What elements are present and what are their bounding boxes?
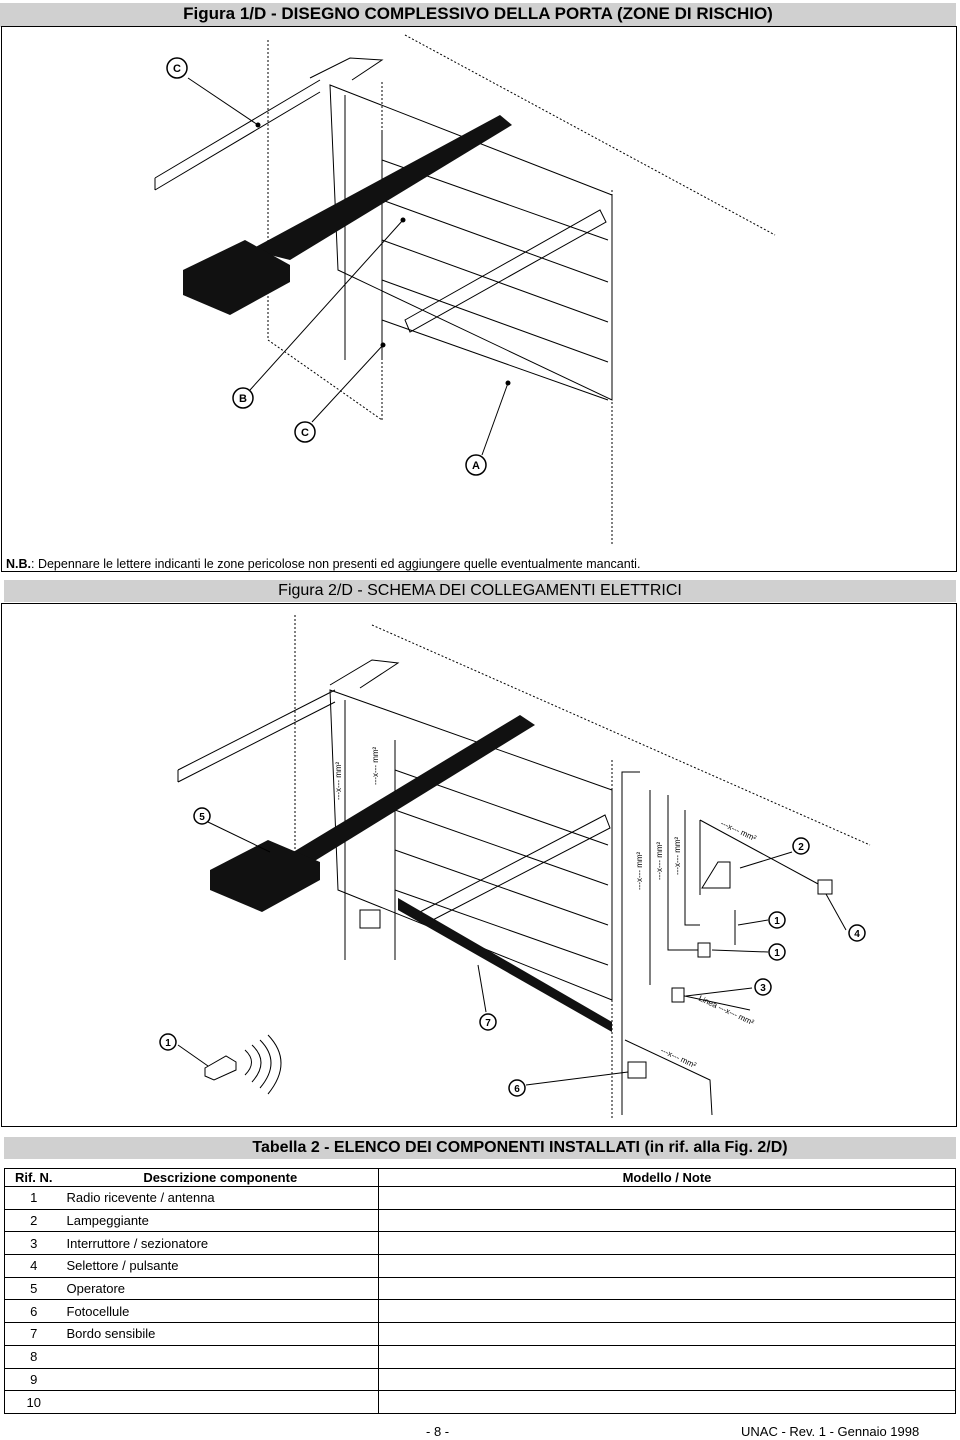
note-text: N.B.: Depennare le lettere indicanti le … [6,556,640,572]
row-model-notes[interactable] [378,1299,956,1324]
svg-text:A: A [472,460,480,472]
figure1-frame [1,26,957,572]
row-model-notes[interactable] [378,1322,956,1346]
figure1-title: Figura 1/D - DISEGNO COMPLESSIVO DELLA P… [0,3,956,27]
row-description: Lampeggiante [62,1208,379,1233]
row-description [62,1344,379,1369]
marker-c-top: C [166,57,188,79]
marker-5: 5 [193,807,211,825]
marker-b: B [232,387,254,409]
cable-label: ---x--- mm² [673,836,682,875]
svg-text:1: 1 [774,916,780,927]
header-ref-number: Rif. N. [4,1168,63,1187]
svg-text:C: C [173,63,181,75]
marker-6: 6 [508,1079,526,1097]
row-description: Selettore / pulsante [62,1254,379,1278]
figure1-drawing: C B C A [154,34,776,545]
row-description [62,1367,379,1392]
svg-text:2: 2 [798,842,804,853]
marker-a: A [465,454,487,476]
marker-1-receiver: 1 [768,943,786,961]
svg-text:6: 6 [514,1084,520,1095]
row-ref-number: 1 [4,1186,63,1210]
svg-text:B: B [239,393,247,405]
row-model-notes[interactable] [378,1186,956,1210]
svg-text:3: 3 [760,983,766,994]
table-row: 9 [4,1367,956,1392]
cable-label: ---x--- mm² [334,761,343,800]
components-table: Rif. N. Descrizione componente Modello /… [4,1168,956,1414]
figure2-frame [1,603,957,1127]
table-header-row: Rif. N. Descrizione componente Modello /… [4,1168,956,1187]
row-ref-number: 5 [4,1276,63,1301]
row-model-notes[interactable] [378,1367,956,1392]
table-title: Tabella 2 - ELENCO DEI COMPONENTI INSTAL… [4,1137,956,1159]
row-ref-number: 7 [4,1322,63,1346]
svg-text:1: 1 [774,948,780,959]
row-model-notes[interactable] [378,1231,956,1256]
cable-label: ---x--- mm² [655,841,664,880]
row-ref-number: 9 [4,1367,63,1392]
row-ref-number: 10 [4,1390,63,1414]
cable-label: Linea ---x--- mm² [697,994,755,1028]
row-model-notes[interactable] [378,1208,956,1233]
row-model-notes[interactable] [378,1344,956,1369]
cable-label: ---x--- mm² [371,746,380,785]
marker-1-antenna: 1 [768,911,786,929]
row-description: Fotocellule [62,1299,379,1324]
marker-4: 4 [848,924,866,942]
marker-c-bottom: C [294,421,316,443]
row-description: Bordo sensibile [62,1322,379,1346]
note-prefix: N.B. [6,557,31,571]
svg-text:1: 1 [165,1038,171,1049]
row-model-notes[interactable] [378,1276,956,1301]
svg-text:7: 7 [485,1018,491,1029]
row-model-notes[interactable] [378,1390,956,1414]
row-description: Operatore [62,1276,379,1301]
document-reference: UNAC - Rev. 1 - Gennaio 1998 [741,1424,920,1439]
row-description: Interruttore / sezionatore [62,1231,379,1256]
row-ref-number: 8 [4,1344,63,1369]
row-description: Radio ricevente / antenna [62,1186,379,1210]
marker-7: 7 [479,1013,497,1031]
svg-text:4: 4 [854,929,860,940]
figure2-drawing: ---x--- mm² ---x--- mm² ---x--- mm² ---x… [159,615,871,1120]
table-row: 8 [4,1344,956,1369]
cable-label: ---x--- mm² [659,1046,698,1070]
svg-text:5: 5 [199,812,205,823]
figure2-title: Figura 2/D - SCHEMA DEI COLLEGAMENTI ELE… [4,580,956,602]
row-description [62,1390,379,1414]
marker-3: 3 [754,978,772,996]
marker-2: 2 [792,837,810,855]
svg-text:C: C [301,427,309,439]
marker-1-transmitter: 1 [159,1033,177,1051]
cable-label: ---x--- mm² [635,851,644,890]
page-number: - 8 - [426,1424,450,1439]
row-ref-number: 4 [4,1254,63,1278]
header-model-notes: Modello / Note [378,1168,956,1187]
note-body: : Depennare le lettere indicanti le zone… [31,557,641,571]
row-model-notes[interactable] [378,1254,956,1278]
row-ref-number: 2 [4,1208,63,1233]
table-row: 10 [4,1390,956,1414]
header-description: Descrizione componente [62,1168,379,1187]
row-ref-number: 3 [4,1231,63,1256]
cable-label: ---x--- mm² [719,819,758,843]
row-ref-number: 6 [4,1299,63,1324]
